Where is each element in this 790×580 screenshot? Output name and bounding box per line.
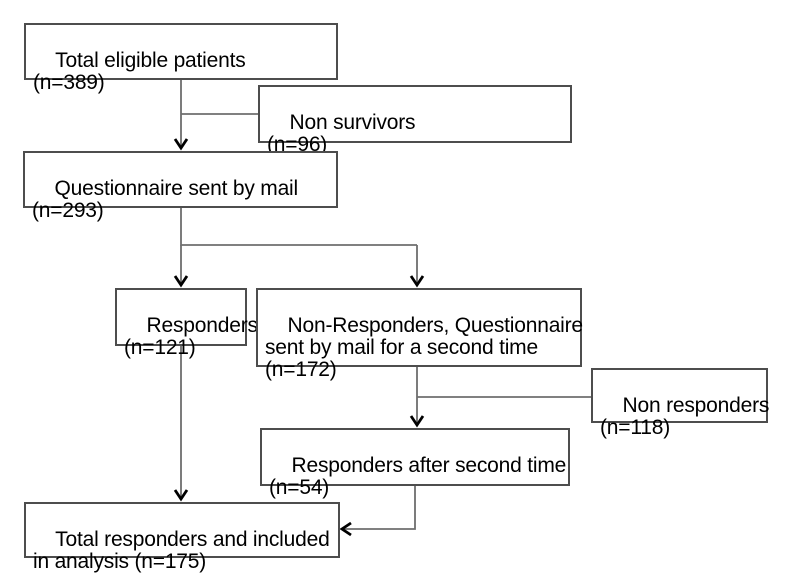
node-non-responders-questionnaire-resent: Non-Responders, Questionnaire sent by ma… — [256, 288, 583, 381]
arrowhead-down-icon — [173, 275, 189, 288]
node-label: Questionnaire sent by mail (n=293) — [32, 177, 298, 222]
connector-resent-to-second-responders — [409, 367, 425, 428]
node-questionnaire-sent-by-mail: Questionnaire sent by mail (n=293) — [23, 151, 338, 222]
arrowhead-down-icon — [173, 489, 189, 502]
arrowhead-down-icon — [409, 275, 425, 288]
connector-responders-to-total — [173, 346, 189, 502]
node-total-eligible-patients: Total eligible patients (n=389) — [24, 23, 338, 94]
connector-line — [180, 208, 417, 246]
node-label: Responders after second time (n=54) — [269, 454, 567, 499]
node-label: Total eligible patients (n=389) — [33, 49, 246, 94]
node-label: Non responders (n=118) — [600, 394, 770, 439]
node-label: Non survivors (n=96) — [267, 111, 416, 156]
arrowhead-left-icon — [339, 521, 352, 537]
node-responders-after-second-time: Responders after second time (n=54) — [260, 428, 570, 499]
node-total-responders-included-in-analysis: Total responders and included in analysi… — [24, 502, 340, 573]
connector-questionnaire-split — [173, 208, 425, 288]
arrowhead-down-icon — [409, 415, 425, 428]
node-label: Total responders and included in analysi… — [33, 528, 330, 573]
node-responders: Responders (n=121) — [115, 288, 258, 359]
connector-line — [342, 486, 416, 530]
node-label: Non-Responders, Questionnaire sent by ma… — [265, 314, 583, 381]
connector-second-responders-to-total — [339, 486, 416, 537]
node-non-responders: Non responders (n=118) — [591, 368, 769, 439]
arrowhead-down-icon — [173, 138, 189, 151]
node-non-survivors: Non survivors (n=96) — [258, 85, 572, 156]
node-label: Responders (n=121) — [124, 314, 258, 359]
